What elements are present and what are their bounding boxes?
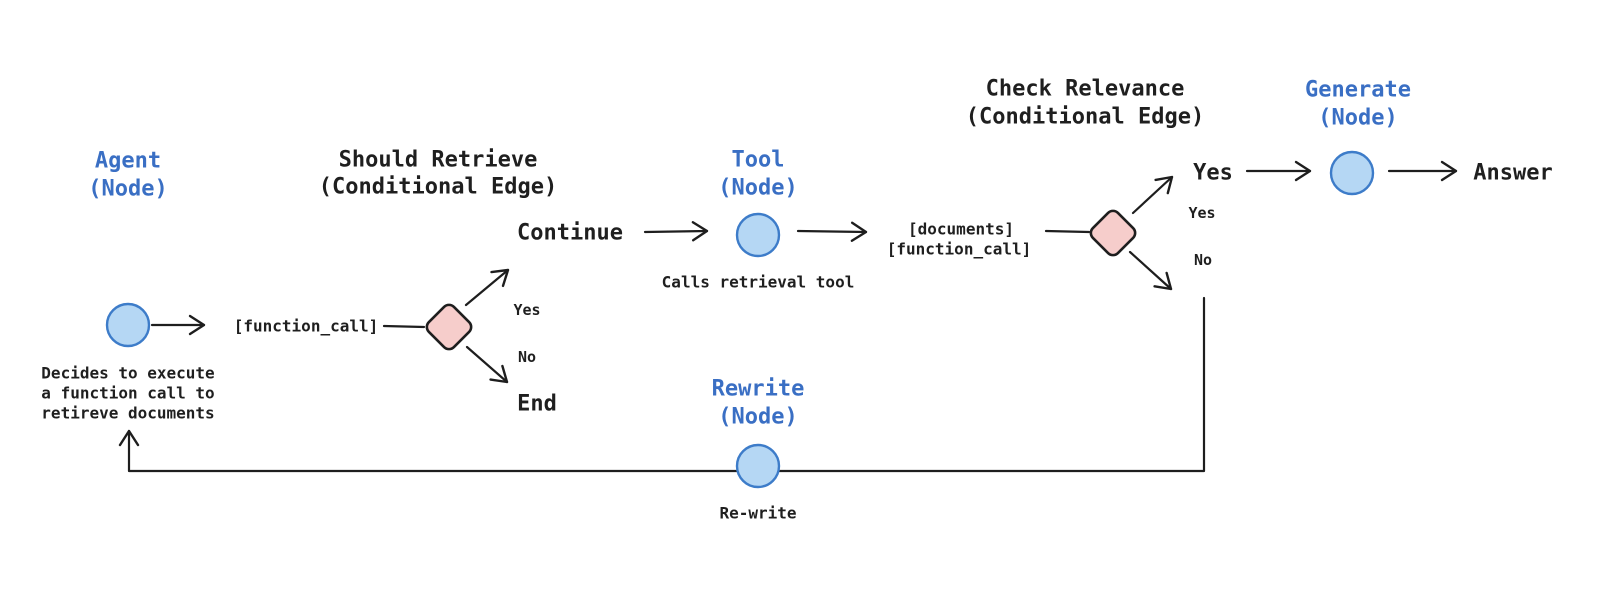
agent-node-title: Agent [95,149,161,174]
check-relevance-input-line-1: [documents] [908,220,1014,239]
connector-documents-to-check-relevance [1044,229,1091,234]
check-relevance-title: Check Relevance [986,77,1185,102]
agent-node-type: (Node) [88,177,167,202]
arrow-check-relevance-yes [1131,175,1174,215]
should-retrieve-yes-label: Yes [513,301,540,319]
agent-caption-line-3: retireve documents [41,404,214,423]
edges-layer [118,160,1458,473]
end-label: End [517,392,557,417]
check-relevance-input-line-2: [function_call] [887,240,1032,259]
generate-node-circle [1329,150,1375,196]
agent-node-circle [105,302,151,348]
labels-layer: Agent (Node) Decides to execute a functi… [41,77,1552,523]
arrow-should-retrieve-yes [464,268,510,307]
arrow-should-retrieve-no [465,345,509,384]
tool-caption: Calls retrieval tool [662,273,855,292]
tool-node-title: Tool [732,148,785,173]
rewrite-node-type: (Node) [718,405,797,430]
should-retrieve-input-label: [function_call] [234,317,379,336]
arrow-continue-to-tool [643,221,709,242]
answer-label: Answer [1473,161,1552,186]
should-retrieve-diamond [425,303,473,351]
agent-caption-line-2: a function call to [41,384,214,403]
connector-function-call-to-should-retrieve [382,324,426,329]
should-retrieve-title: Should Retrieve [339,148,538,173]
rewrite-node-title: Rewrite [712,377,805,402]
tool-node-type: (Node) [718,176,797,201]
generate-node-type: (Node) [1318,106,1397,131]
tool-node-circle [735,212,781,258]
feedback-line-no-to-agent [118,296,1206,473]
agent-caption-line-1: Decides to execute [41,364,214,383]
rewrite-caption: Re-write [719,504,796,523]
arrow-check-relevance-no [1128,250,1173,291]
should-retrieve-type: (Conditional Edge) [319,175,557,200]
arrow-tool-to-documents [796,221,868,242]
rewrite-node-circle [735,443,781,489]
yes-branch-label: Yes [1193,161,1233,186]
check-relevance-type: (Conditional Edge) [966,105,1204,130]
continue-label: Continue [517,221,623,246]
nodes-layer [105,150,1375,489]
generate-node-title: Generate [1305,78,1411,103]
check-relevance-no-label: No [1194,251,1212,269]
should-retrieve-no-label: No [518,348,536,366]
check-relevance-yes-label: Yes [1188,204,1215,222]
check-relevance-diamond [1089,209,1137,257]
